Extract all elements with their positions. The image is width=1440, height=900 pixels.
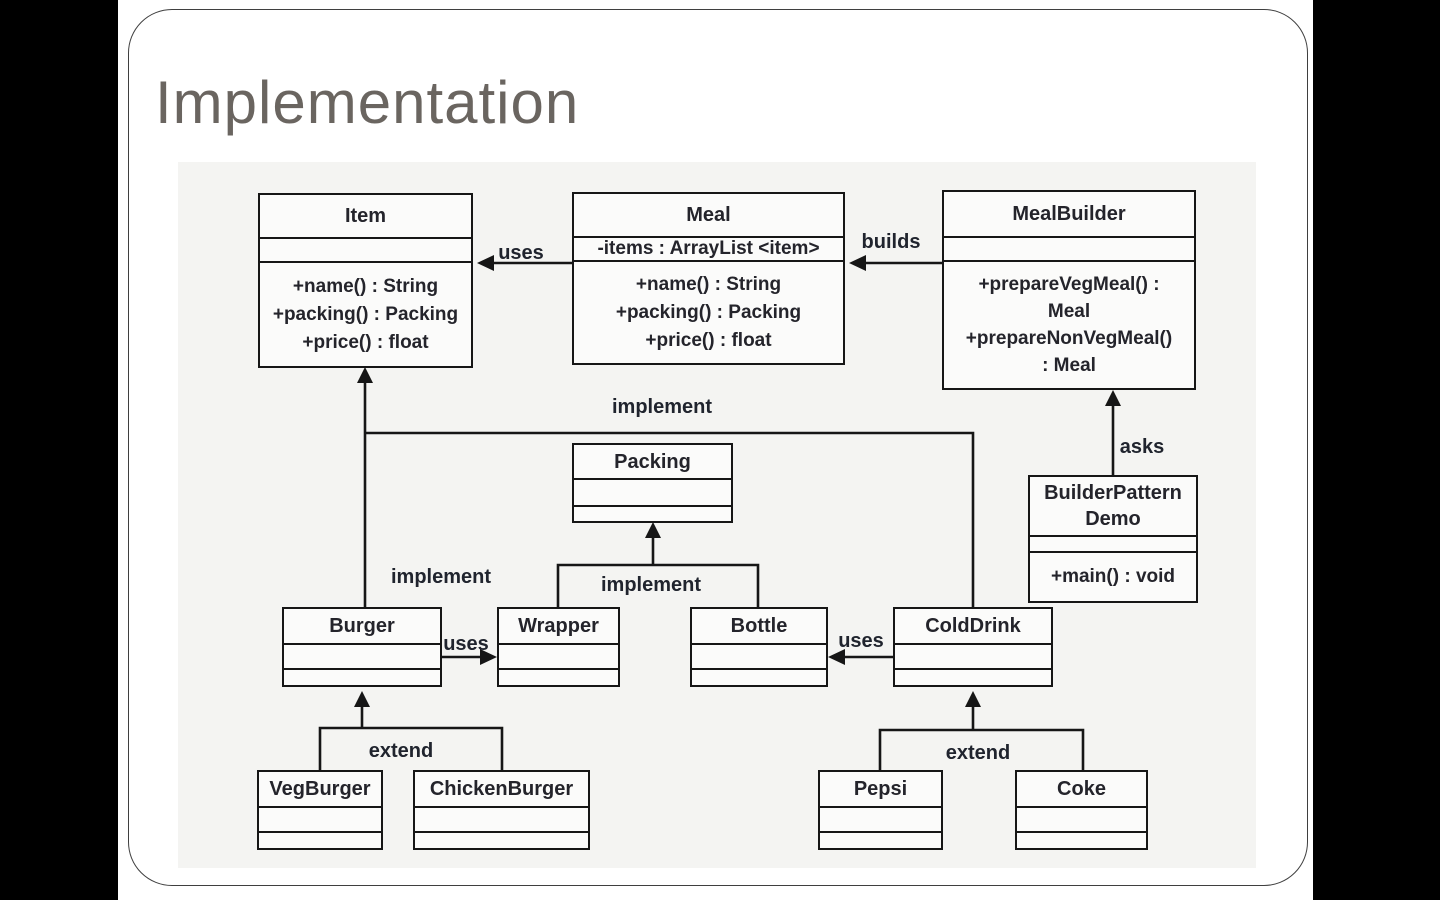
class-wrapper-attributes xyxy=(499,645,618,670)
class-bottle-attributes xyxy=(692,645,826,670)
class-bottle: Bottle xyxy=(690,607,828,687)
class-colddrink-methods xyxy=(895,670,1051,685)
class-colddrink-attributes xyxy=(895,645,1051,670)
class-burger-methods xyxy=(284,670,440,685)
class-meal: Meal -items : ArrayList <item> +name() :… xyxy=(572,192,845,365)
class-meal-name: Meal xyxy=(574,194,843,238)
label-asks: asks xyxy=(1119,436,1165,458)
class-builderpatterndemo: BuilderPattern Demo +main() : void xyxy=(1028,475,1198,603)
class-item-methods: +name() : String +packing() : Packing +p… xyxy=(260,263,471,366)
class-coke: Coke xyxy=(1015,770,1148,850)
label-builds: builds xyxy=(861,231,921,253)
class-packing: Packing xyxy=(572,443,733,523)
method: +name() : String xyxy=(292,275,439,297)
class-burger-attributes xyxy=(284,645,440,670)
class-chickenburger-attributes xyxy=(415,808,588,833)
class-pepsi-name: Pepsi xyxy=(820,772,941,808)
class-colddrink-name: ColdDrink xyxy=(895,609,1051,645)
class-wrapper: Wrapper xyxy=(497,607,620,687)
letterbox-right xyxy=(1313,0,1440,900)
class-coke-methods xyxy=(1017,833,1146,848)
class-burger-name: Burger xyxy=(284,609,440,645)
class-mealbuilder-methods: +prepareVegMeal() : Meal +prepareNonVegM… xyxy=(944,262,1194,388)
class-vegburger-name: VegBurger xyxy=(259,772,381,808)
label-extend-drinks: extend xyxy=(945,742,1011,764)
class-packing-name: Packing xyxy=(574,445,731,480)
class-mealbuilder-name: MealBuilder xyxy=(944,192,1194,238)
label-uses-burger-wrapper: uses xyxy=(443,633,489,655)
label-uses-meal-item: uses xyxy=(498,242,544,264)
class-packing-attributes xyxy=(574,480,731,507)
method: +packing() : Packing xyxy=(272,303,459,325)
class-vegburger: VegBurger xyxy=(257,770,383,850)
label-uses-colddrink-bottle: uses xyxy=(838,630,884,652)
method: +prepareNonVegMeal() : Meal xyxy=(965,328,1173,376)
class-mealbuilder: MealBuilder +prepareVegMeal() : Meal +pr… xyxy=(942,190,1196,390)
label-implement-item: implement xyxy=(611,396,713,418)
class-pepsi-methods xyxy=(820,833,941,848)
label-implement-burger: implement xyxy=(390,566,492,588)
letterbox-left xyxy=(0,0,118,900)
class-item-attributes xyxy=(260,239,471,263)
class-pepsi-attributes xyxy=(820,808,941,833)
class-meal-attributes: -items : ArrayList <item> xyxy=(574,238,843,262)
slide-title: Implementation xyxy=(155,69,580,136)
class-builderpatterndemo-methods: +main() : void xyxy=(1030,553,1196,601)
class-bottle-name: Bottle xyxy=(692,609,826,645)
class-wrapper-methods xyxy=(499,670,618,685)
method: +price() : float xyxy=(302,331,429,353)
method: +prepareVegMeal() : Meal xyxy=(978,274,1160,322)
class-chickenburger: ChickenBurger xyxy=(413,770,590,850)
class-vegburger-methods xyxy=(259,833,381,848)
class-item-name: Item xyxy=(260,195,471,239)
method: +packing() : Packing xyxy=(615,301,802,323)
label-extend-burgers: extend xyxy=(368,740,434,762)
method: +main() : void xyxy=(1050,566,1176,587)
class-chickenburger-methods xyxy=(415,833,588,848)
class-coke-attributes xyxy=(1017,808,1146,833)
class-item: Item +name() : String +packing() : Packi… xyxy=(258,193,473,368)
class-pepsi: Pepsi xyxy=(818,770,943,850)
class-coke-name: Coke xyxy=(1017,772,1146,808)
class-meal-methods: +name() : String +packing() : Packing +p… xyxy=(574,262,843,363)
class-chickenburger-name: ChickenBurger xyxy=(415,772,588,808)
class-wrapper-name: Wrapper xyxy=(499,609,618,645)
class-colddrink: ColdDrink xyxy=(893,607,1053,687)
class-builderpatterndemo-name: BuilderPattern Demo xyxy=(1030,477,1196,537)
class-builderpatterndemo-attributes xyxy=(1030,537,1196,553)
class-packing-methods xyxy=(574,507,731,521)
slide-border xyxy=(128,9,1308,886)
class-burger: Burger xyxy=(282,607,442,687)
class-bottle-methods xyxy=(692,670,826,685)
label-implement-packing: implement xyxy=(600,574,702,596)
method: +name() : String xyxy=(635,273,782,295)
method: +price() : float xyxy=(645,329,772,351)
class-mealbuilder-attributes xyxy=(944,238,1194,262)
class-vegburger-attributes xyxy=(259,808,381,833)
